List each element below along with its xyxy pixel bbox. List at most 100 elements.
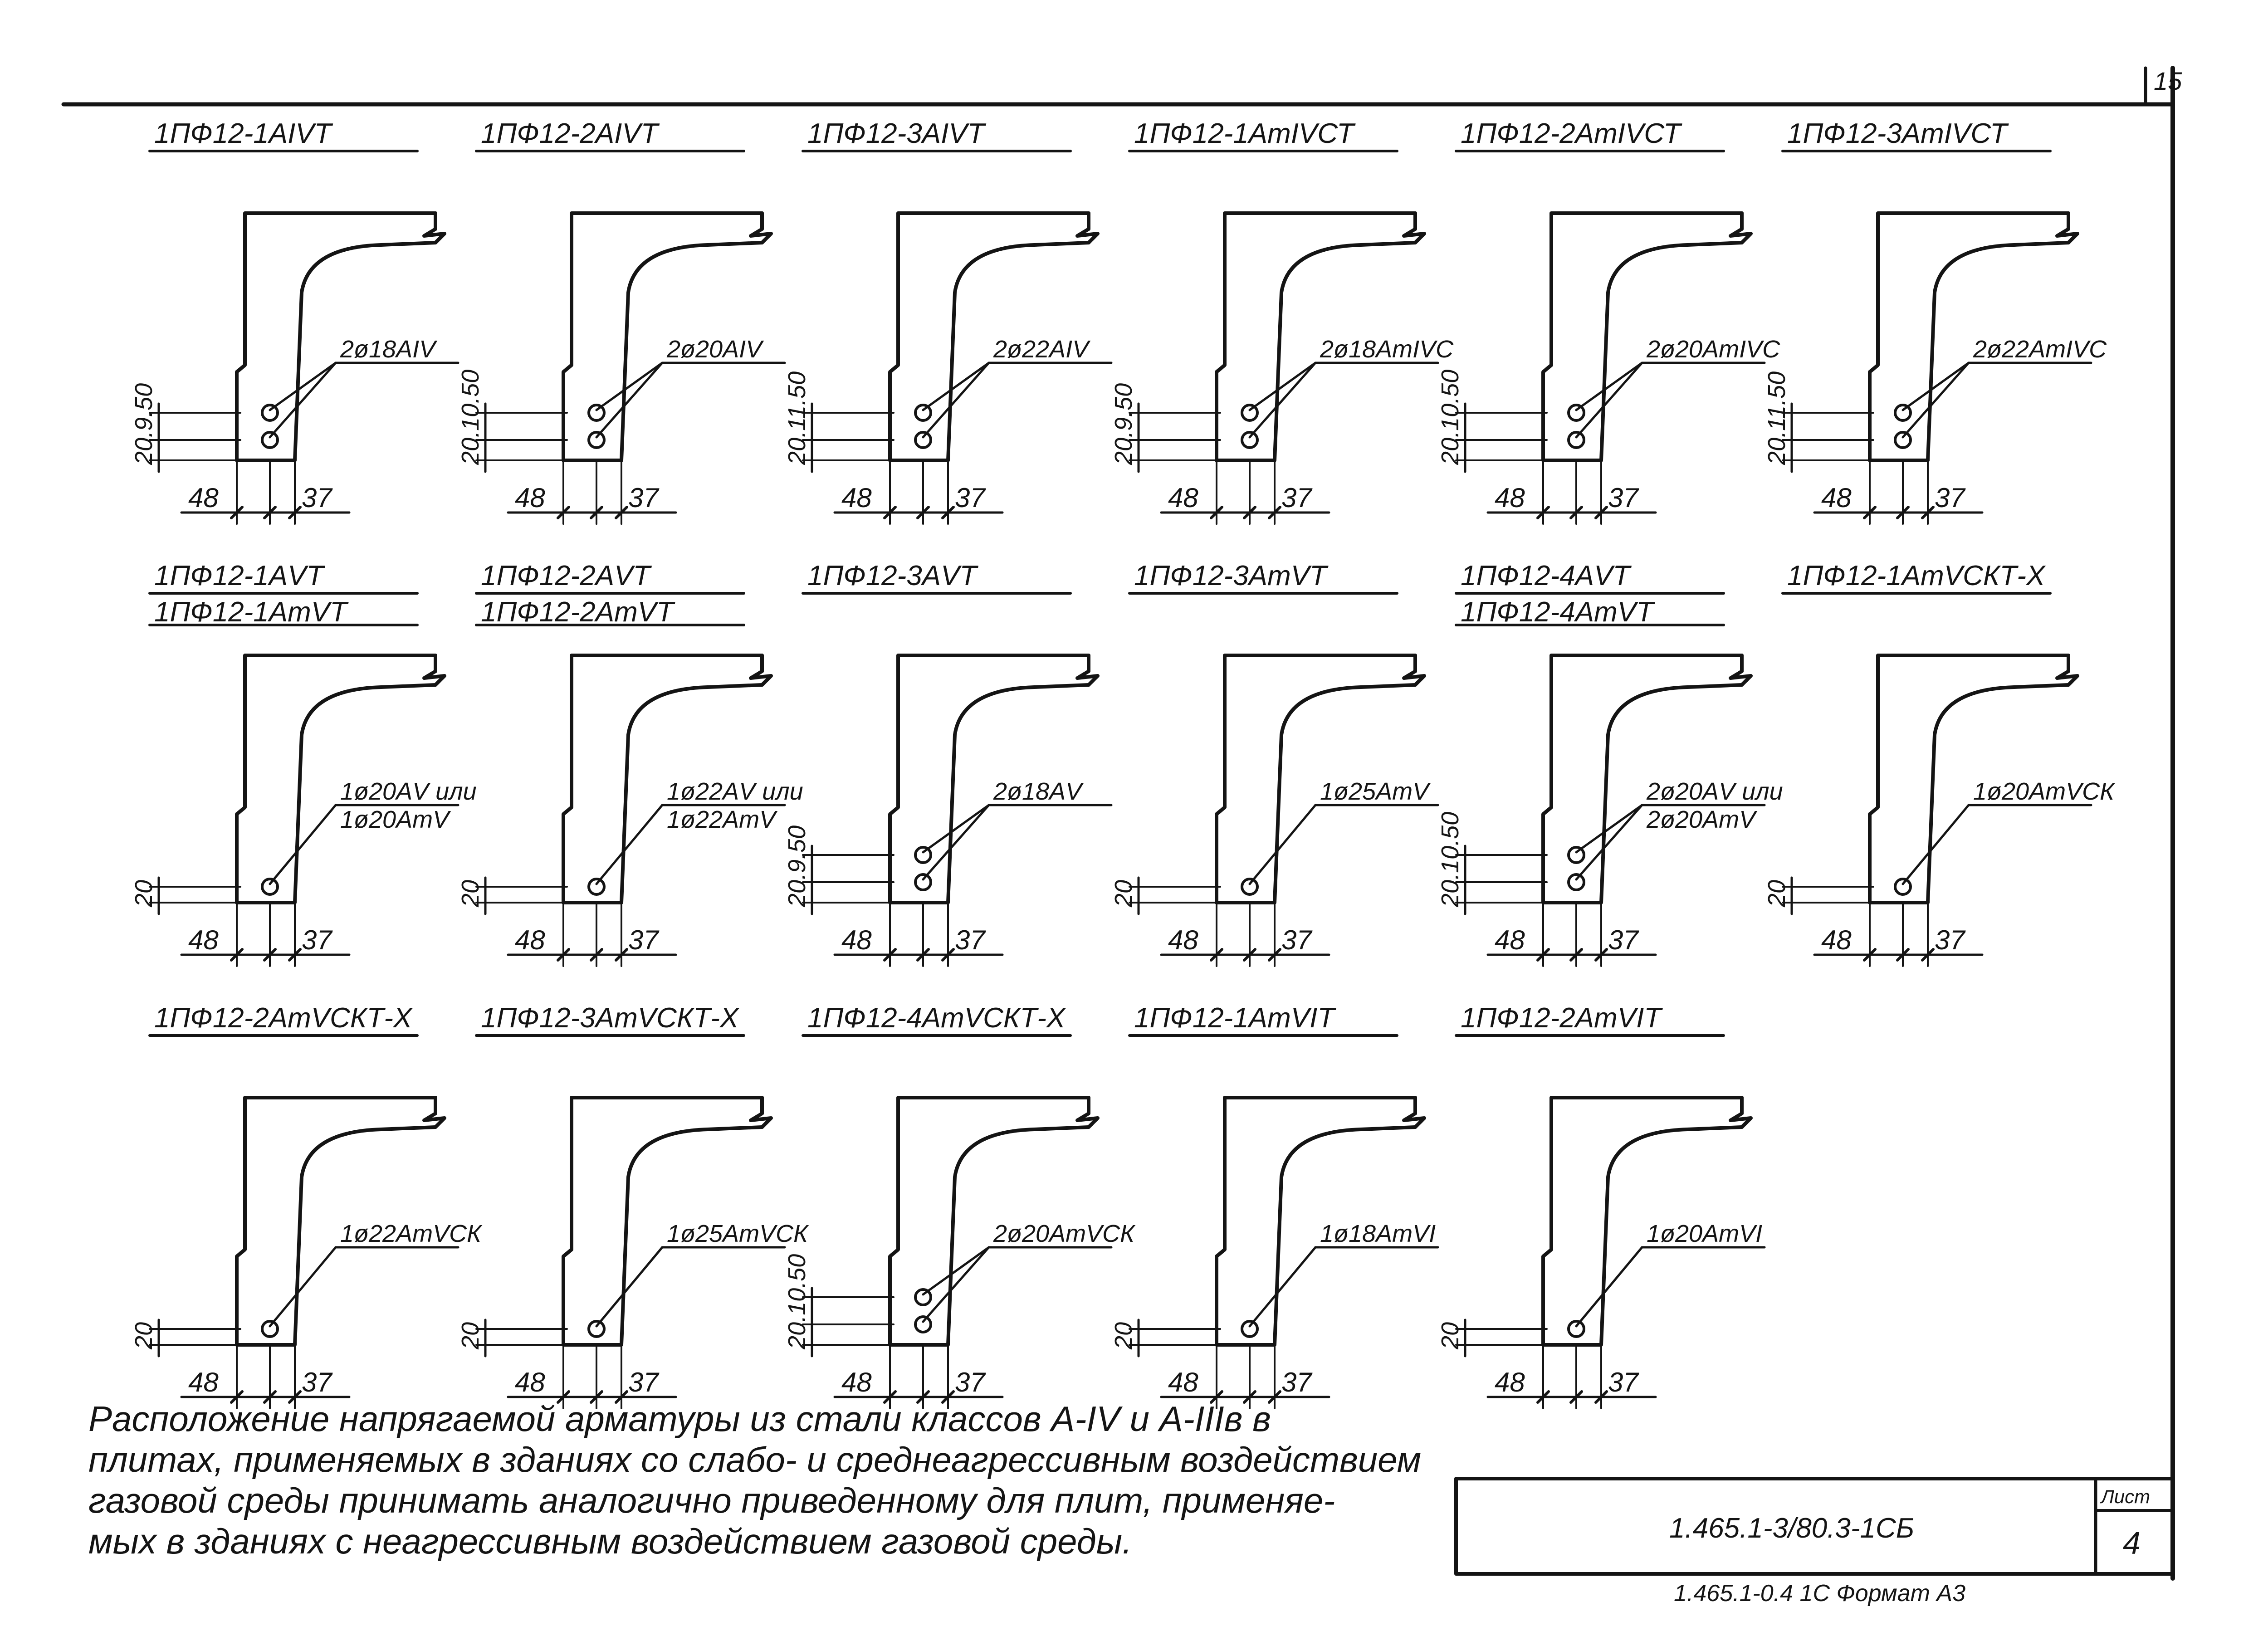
rebar-circle [1241, 404, 1259, 422]
dimension-tick [590, 506, 603, 519]
title-block-frame [1454, 1477, 2175, 1576]
vertical-dimension-text: 20 [457, 880, 484, 908]
bar-label: 2ø18АтIVС [1320, 336, 1454, 363]
leader-line [922, 1246, 990, 1296]
vertical-dimension-text: 20 [1437, 1322, 1464, 1350]
dimension-tick [916, 948, 930, 962]
leader-line [922, 804, 990, 854]
detail-title: 1ПФ12-1АтVIТ [1134, 1002, 1336, 1034]
detail-title: 1ПФ12-2АтVIТ [1461, 1002, 1663, 1034]
dimension-text-48: 48 [841, 1367, 872, 1397]
rebar-circle [261, 1320, 279, 1338]
rebar-circle [261, 404, 279, 422]
detail-title: 1ПФ12-3АтVСКТ-Х [481, 1002, 740, 1034]
leader-line [922, 361, 990, 439]
document-code: 1.465.1-3/80.3-1СБ [1669, 1513, 1914, 1544]
dimension-text-37: 37 [302, 483, 333, 513]
leader-line [595, 361, 664, 411]
detail-title-second: 1ПФ12-1АтVТ [154, 596, 349, 628]
vertical-dimension-text: 20 [457, 1322, 484, 1350]
dimension-text-37: 37 [955, 1367, 986, 1397]
dimension-text-48: 48 [1168, 925, 1198, 955]
dimension-tick [1921, 506, 1935, 519]
vertical-dimension-text: 20.9.50 [130, 383, 157, 465]
bottom-stamp: 1.465.1-0.4 1С Формат А3 [1674, 1580, 1965, 1607]
break-mark [2055, 654, 2079, 687]
rib-outline [235, 211, 437, 462]
sheet-number: 4 [2123, 1525, 2141, 1561]
note-line-3: газовой среды принимать аналогично приве… [88, 1480, 1335, 1520]
dimension-tick [1210, 948, 1223, 962]
rib-outline [888, 211, 1090, 462]
dimension-tick [557, 948, 570, 962]
leader-line [1248, 1246, 1317, 1328]
bar-label: 1ø20АV или [340, 778, 477, 805]
break-mark [1729, 211, 1753, 244]
bar-label: 1ø22АтVСК [340, 1220, 483, 1247]
dimension-text-48: 48 [1495, 925, 1525, 955]
rib-outline [1541, 211, 1744, 462]
dimension-text-48: 48 [1821, 483, 1852, 513]
rib-outline [1215, 211, 1417, 462]
dimension-text-37: 37 [955, 925, 986, 955]
dimension-text-48: 48 [515, 483, 545, 513]
detail-title: 1ПФ12-1АтVСКТ-Х [1787, 560, 2046, 591]
page-corner-number: 15 [2154, 67, 2182, 95]
rebar-circle [587, 878, 606, 896]
dimension-tick [263, 1390, 277, 1404]
break-mark [422, 654, 446, 687]
dimension-text-37: 37 [1608, 483, 1639, 513]
dimension-tick [590, 948, 603, 962]
leader-line [922, 361, 990, 411]
dimension-tick [263, 506, 277, 519]
dimension-tick [916, 506, 930, 519]
dimension-tick [1896, 506, 1910, 519]
dimension-text-37: 37 [628, 925, 660, 955]
dimension-tick [557, 1390, 570, 1404]
break-mark [1402, 1096, 1426, 1129]
rib-outline [562, 211, 764, 462]
dimension-tick [288, 506, 302, 519]
dimension-text-37: 37 [628, 1367, 660, 1397]
dimension-text-48: 48 [1821, 925, 1852, 955]
dimension-tick [1210, 506, 1223, 519]
dimension-tick [230, 948, 244, 962]
dimension-tick [1569, 948, 1583, 962]
rebar-circle [914, 1315, 932, 1333]
bar-label: 1ø20АтV [340, 806, 451, 833]
rebar-circle [261, 431, 279, 449]
dimension-tick [883, 506, 897, 519]
rib-outline [1215, 1096, 1417, 1347]
vertical-dimension-text: 20.10.50 [1437, 812, 1464, 908]
detail-title-second: 1ПФ12-2АтVТ [481, 596, 675, 628]
leader-line [1248, 804, 1317, 885]
rib-outline [562, 654, 764, 904]
dimension-tick [1569, 1390, 1583, 1404]
note-line-4: мых в зданиях с неагрессивным воздействи… [88, 1521, 1132, 1561]
leader-line [1901, 361, 1970, 411]
bar-label: 2ø20АтVСК [993, 1220, 1136, 1247]
detail-title: 1ПФ12-4АтVСКТ-Х [807, 1002, 1066, 1034]
leader-line [1575, 361, 1643, 411]
rebar-circle [1894, 431, 1912, 449]
leader-line [595, 1246, 664, 1328]
leader-line [595, 804, 664, 885]
dimension-tick [883, 948, 897, 962]
detail-title: 1ПФ12-1АтIVСТ [1134, 118, 1356, 149]
sheet-label: Лист [2100, 1486, 2150, 1507]
dimension-tick [941, 1390, 955, 1404]
vertical-dimension-text: 20.11.50 [1763, 371, 1790, 465]
break-mark [749, 211, 773, 244]
dimension-text-48: 48 [188, 483, 219, 513]
detail-title: 1ПФ12-2АтVСКТ-Х [154, 1002, 413, 1034]
dimension-tick [941, 948, 955, 962]
